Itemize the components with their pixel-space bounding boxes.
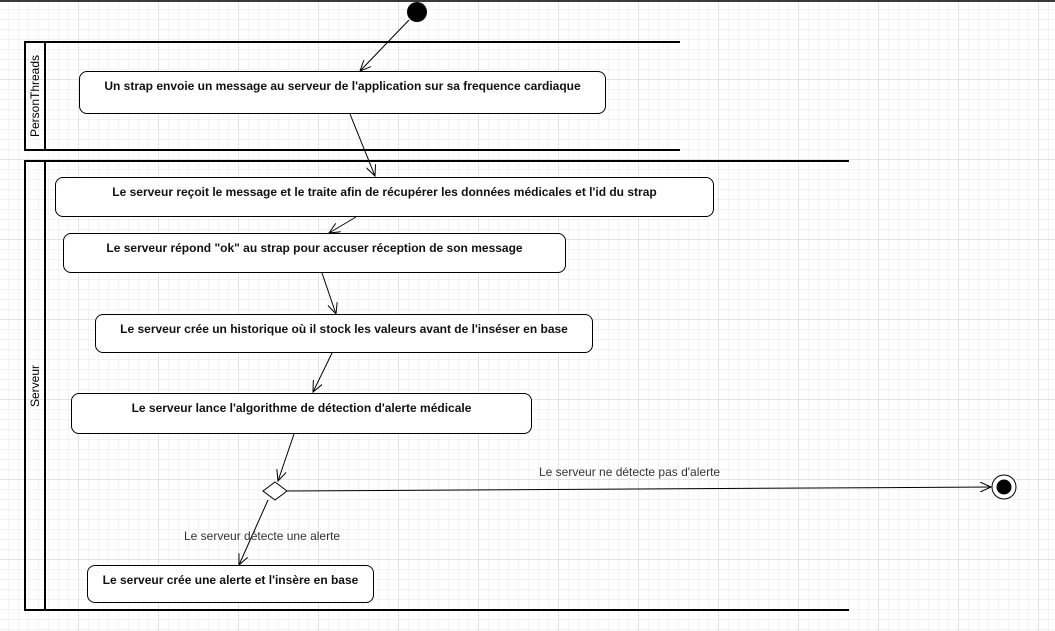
action-server-receives-message[interactable]: Le serveur reçoit le message et le trait…: [55, 177, 714, 217]
flow-history-to-algo: [313, 352, 333, 392]
flow-decision-to-final: [286, 487, 991, 491]
swimlane-header-personthreads[interactable]: PersonThreads: [24, 43, 46, 149]
action-label: Le serveur reçoit le message et le trait…: [112, 185, 657, 199]
swimlane-serveur[interactable]: Serveur: [24, 160, 849, 611]
action-strap-sends-message[interactable]: Un strap envoie un message au serveur de…: [79, 71, 606, 114]
action-label: Un strap envoie un message au serveur de…: [104, 79, 581, 93]
flow-strap-to-receive: [349, 113, 375, 176]
swimlane-header-serveur[interactable]: Serveur: [24, 162, 46, 609]
guard-label-alert-detected: Le serveur détecte une alerte: [184, 529, 341, 543]
canvas-top-border: [0, 0, 1055, 2]
action-server-runs-alert-algorithm[interactable]: Le serveur lance l'algorithme de détecti…: [71, 393, 532, 434]
flow-receive-to-reply: [329, 216, 357, 233]
flow-reply-to-history: [321, 272, 336, 314]
action-server-replies-ok[interactable]: Le serveur répond "ok" au strap pour acc…: [63, 233, 566, 273]
action-label: Le serveur crée une alerte et l'insère e…: [102, 573, 359, 587]
initial-node[interactable]: [407, 2, 427, 22]
action-server-creates-alert[interactable]: Le serveur crée une alerte et l'insère e…: [87, 565, 374, 603]
swimlane-personthreads[interactable]: PersonThreads: [24, 41, 680, 151]
decision-node[interactable]: [262, 481, 288, 501]
flow-start-to-strap: [360, 19, 410, 71]
flow-decision-to-create-alert: [239, 499, 269, 565]
guard-label-no-alert: Le serveur ne détecte pas d'alerte: [539, 465, 721, 479]
action-label: Le serveur lance l'algorithme de détecti…: [131, 401, 472, 415]
action-server-creates-history[interactable]: Le serveur crée un historique où il stoc…: [95, 314, 593, 353]
action-label: Le serveur crée un historique où il stoc…: [120, 322, 568, 336]
action-label: Le serveur répond "ok" au strap pour acc…: [106, 241, 523, 255]
flow-algo-to-decision: [278, 433, 295, 481]
final-node[interactable]: [991, 474, 1017, 500]
